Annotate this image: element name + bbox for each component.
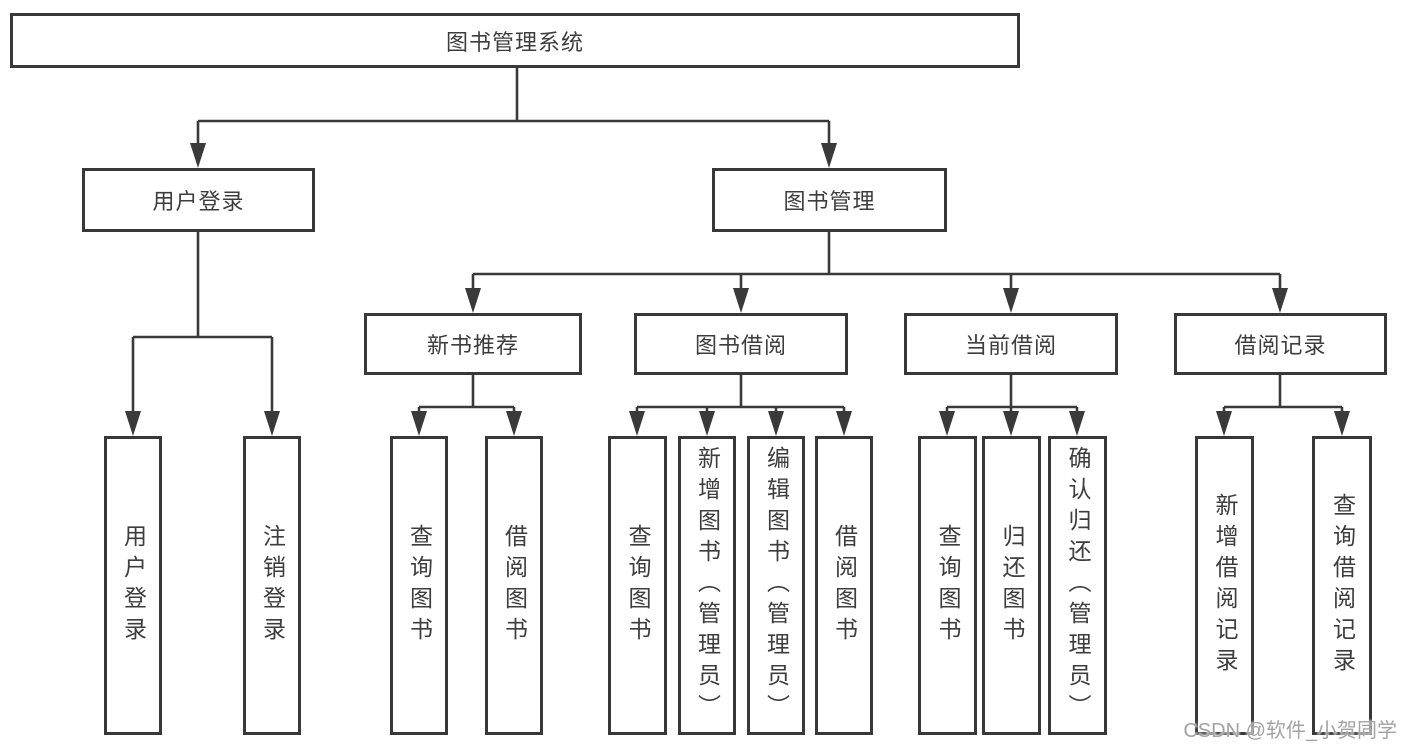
- node-book-borrow: 图书借阅: [634, 313, 848, 375]
- csdn-watermark: CSDN @软件_小贺同学: [1183, 720, 1397, 742]
- leaf-label: 借阅图书: [501, 523, 528, 648]
- node-leaf-query-book-2: 查询图书: [608, 436, 667, 735]
- node-leaf-query-book-1: 查询图书: [390, 436, 448, 735]
- node-leaf-confirm-return-admin: 确认归还（管理员）: [1048, 436, 1107, 735]
- node-borrow-records: 借阅记录: [1174, 313, 1387, 375]
- node-library-system: 图书管理系统: [10, 13, 1020, 68]
- node-leaf-logout: 注销登录: [243, 436, 301, 735]
- leaf-label: 借阅图书: [831, 523, 858, 648]
- node-book-management: 图书管理: [712, 168, 947, 232]
- node-leaf-query-borrow-record: 查询借阅记录: [1312, 436, 1372, 735]
- node-leaf-add-borrow-record: 新增借阅记录: [1195, 436, 1254, 735]
- leaf-label: 新增借阅记录: [1212, 492, 1238, 679]
- node-leaf-borrow-book-1: 借阅图书: [485, 436, 543, 735]
- node-new-book-recommend: 新书推荐: [364, 313, 582, 375]
- leaf-label: 新增图书（管理员）: [694, 446, 721, 725]
- leaf-label: 查询图书: [935, 523, 961, 648]
- node-leaf-return-book: 归还图书: [982, 436, 1041, 735]
- node-current-borrow: 当前借阅: [904, 313, 1118, 375]
- leaf-label: 编辑图书（管理员）: [763, 446, 790, 725]
- node-leaf-user-login: 用户登录: [104, 436, 162, 735]
- leaf-label: 归还图书: [999, 523, 1025, 648]
- node-user-login: 用户登录: [82, 168, 315, 232]
- node-leaf-edit-book-admin: 编辑图书（管理员）: [747, 436, 805, 735]
- node-leaf-borrow-book-2: 借阅图书: [815, 436, 873, 735]
- leaf-label: 查询借阅记录: [1329, 492, 1356, 679]
- leaf-label: 确认归还（管理员）: [1065, 446, 1091, 725]
- node-leaf-query-book-3: 查询图书: [918, 436, 977, 735]
- leaf-label: 注销登录: [259, 523, 286, 648]
- leaf-label: 查询图书: [406, 523, 433, 648]
- leaf-label: 用户登录: [120, 523, 147, 648]
- leaf-label: 查询图书: [625, 523, 651, 648]
- node-leaf-add-book-admin: 新增图书（管理员）: [678, 436, 736, 735]
